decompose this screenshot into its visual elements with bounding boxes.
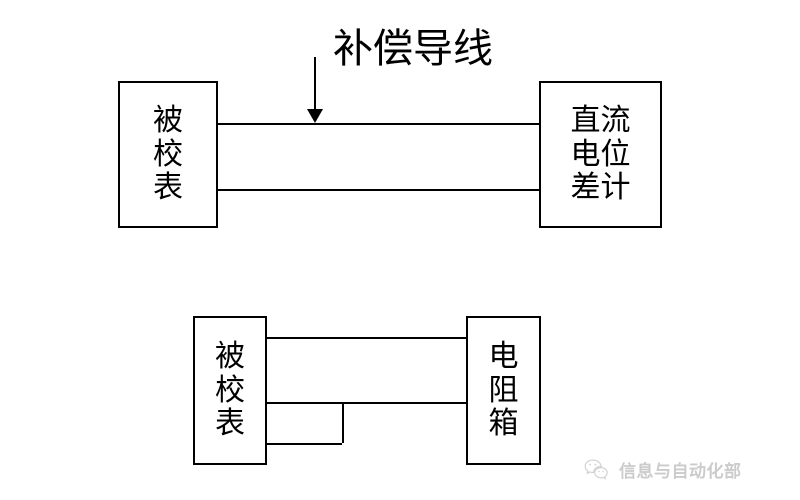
- box-label-row: 直流: [570, 103, 631, 139]
- watermark: 信息与自动化部: [583, 456, 742, 482]
- callout-arrow-head-icon: [307, 109, 323, 123]
- wechat-logo-icon: [584, 459, 608, 480]
- wire-lower: [218, 189, 539, 191]
- compensating-wire-label: 补偿导线: [333, 26, 493, 72]
- box-label-char: 阻: [488, 372, 519, 408]
- box-label-row: 电位: [570, 136, 631, 172]
- box-label-char: 电: [488, 339, 519, 375]
- wire-jumper-riser: [342, 402, 344, 443]
- watermark-text: 信息与自动化部: [619, 461, 742, 482]
- box-label-char: 校: [215, 372, 245, 408]
- wire-jumper: [267, 443, 342, 445]
- wire-upper: [267, 337, 466, 339]
- box-label-char: 表: [215, 406, 245, 442]
- wire-upper: [218, 123, 539, 125]
- box-label-char: 箱: [488, 406, 519, 442]
- box-label-char: 被: [153, 103, 183, 139]
- box-label-char: 被: [215, 339, 245, 375]
- box-resistance-box: 电 阻 箱: [466, 316, 541, 465]
- box-label-row: 差计: [570, 170, 631, 206]
- box-instrument-under-calibration-2: 被 校 表: [193, 316, 267, 465]
- callout-arrow-shaft: [314, 57, 316, 110]
- box-label-char: 校: [153, 136, 183, 172]
- box-label-char: 表: [153, 170, 183, 206]
- wire-middle: [267, 402, 466, 404]
- box-instrument-under-calibration: 被 校 表: [118, 81, 218, 228]
- box-dc-potentiometer: 直流 电位 差计: [539, 81, 662, 228]
